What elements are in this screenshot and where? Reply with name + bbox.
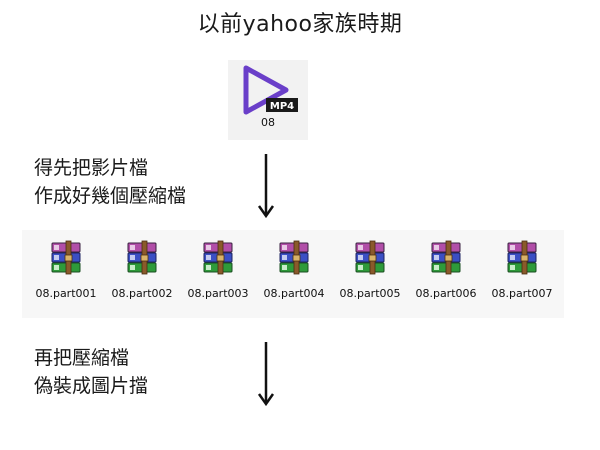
mp4-file-tile[interactable]: MP4 08 [228,60,308,140]
archive-file-4[interactable]: 08.part004 [256,230,332,318]
step-2-line-1: 再把壓縮檔 [34,347,130,369]
archive-file-name: 08.part005 [339,287,401,300]
archive-file-name: 08.part003 [187,287,249,300]
step-1-text: 得先把影片檔 作成好幾個壓縮檔 [34,154,186,210]
down-arrow-1 [257,154,275,219]
mp4-play-icon: MP4 [243,65,298,115]
rar-archive-icon [127,240,157,275]
rar-archive-icon [431,240,461,275]
archive-file-name: 08.part007 [491,287,553,300]
step-2-text: 再把壓縮檔 偽裝成圖片擋 [34,344,148,400]
rar-archive-icon [355,240,385,275]
down-arrow-2 [257,342,275,407]
rar-archive-icon [507,240,537,275]
archive-file-1[interactable]: 08.part001 [28,230,104,318]
archive-file-name: 08.part002 [111,287,173,300]
step-2-line-2: 偽裝成圖片擋 [34,375,149,397]
archive-file-3[interactable]: 08.part003 [180,230,256,318]
rar-archive-icon [279,240,309,275]
archive-file-name: 08.part001 [35,287,97,300]
archive-file-7[interactable]: 08.part007 [484,230,560,318]
archive-file-name: 08.part006 [415,287,477,300]
mp4-file-name: 08 [261,116,275,129]
rar-archive-icon [203,240,233,275]
archive-file-2[interactable]: 08.part002 [104,230,180,318]
archive-file-6[interactable]: 08.part006 [408,230,484,318]
step-1-line-2: 作成好幾個壓縮檔 [34,185,187,207]
step-1-line-1: 得先把影片檔 [34,157,149,179]
archive-file-name: 08.part004 [263,287,325,300]
archive-file-5[interactable]: 08.part005 [332,230,408,318]
diagram-title: 以前yahoo家族時期 [197,12,403,37]
mp4-badge: MP4 [270,101,294,112]
archive-list: 08.part001 08.part002 08.part003 08.part… [22,230,564,318]
rar-archive-icon [51,240,81,275]
